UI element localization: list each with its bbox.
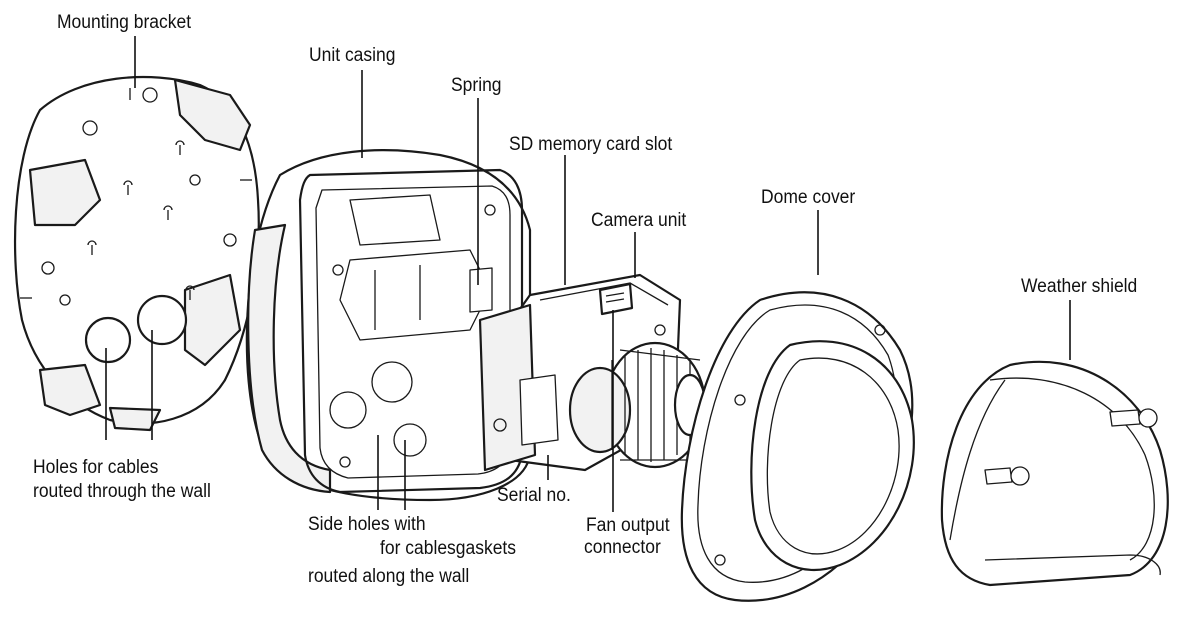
label-mounting-bracket: Mounting bracket xyxy=(57,12,192,33)
label-spring: Spring xyxy=(451,75,502,96)
label-dome-cover: Dome cover xyxy=(761,187,856,208)
label-camera-unit: Camera unit xyxy=(591,210,687,231)
label-holes-line2: routed through the wall xyxy=(33,481,211,502)
camera-unit-drawing xyxy=(478,273,707,472)
label-holes-line1: Holes for cables xyxy=(33,457,159,478)
label-serial-no: Serial no. xyxy=(497,485,571,506)
mounting-bracket-drawing xyxy=(13,75,260,432)
label-weather-shield: Weather shield xyxy=(1021,276,1138,297)
label-sd-memory-card-slot: SD memory card slot xyxy=(509,134,673,155)
leader-lines xyxy=(105,36,1071,512)
dome-cover-drawing xyxy=(680,291,915,602)
label-fan-output-line2: connector xyxy=(584,537,661,558)
label-fan-output-line1: Fan output xyxy=(586,515,670,536)
label-side-holes-line1: Side holes with xyxy=(308,514,426,535)
label-unit-casing: Unit casing xyxy=(309,45,396,66)
unit-casing-drawing xyxy=(245,149,532,502)
label-side-holes-line2: for cablesgaskets xyxy=(380,538,517,559)
label-side-holes-line3: routed along the wall xyxy=(308,566,470,587)
weather-shield-drawing xyxy=(940,360,1169,587)
